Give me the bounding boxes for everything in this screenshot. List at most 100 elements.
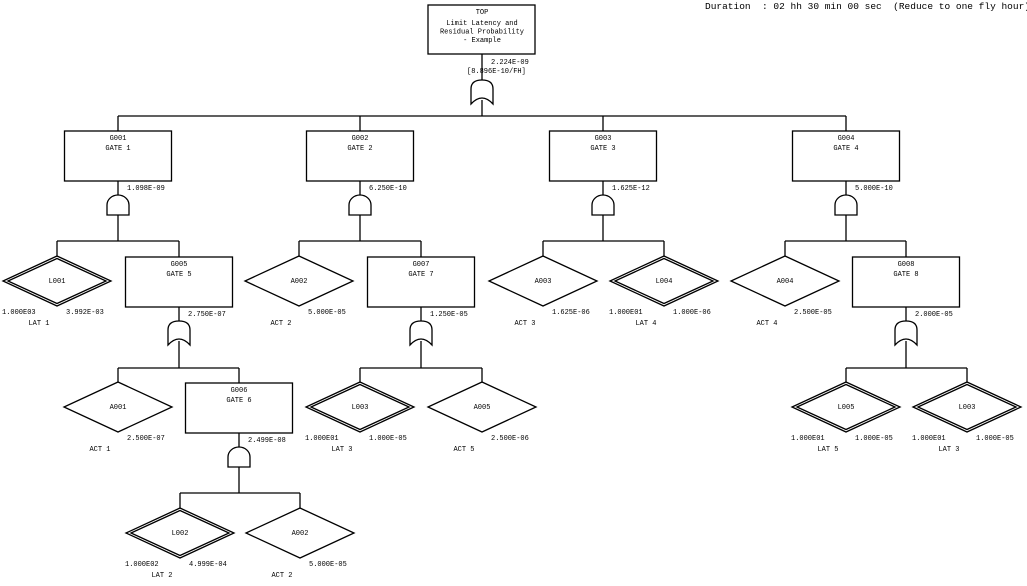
event-label: ACT 2 (271, 572, 292, 580)
latent-diamond-inner (795, 383, 897, 431)
event-probability: 5.000E-05 (308, 309, 346, 317)
event-interval: 1.000E03 (2, 309, 36, 317)
gate-id: G004 (838, 135, 855, 143)
gate-box[interactable] (124, 256, 234, 308)
gate-id: G008 (898, 261, 915, 269)
gate-name: GATE 1 (105, 145, 130, 153)
event-probability: 2.500E-07 (127, 435, 165, 443)
gate-name: GATE 8 (893, 271, 918, 279)
gate-id: G006 (231, 387, 248, 395)
latent-diamond-inner (916, 383, 1018, 431)
top-event-box[interactable] (427, 4, 536, 55)
event-label: LAT 1 (28, 320, 49, 328)
event-interval: 1.000E01 (305, 435, 339, 443)
event-label: LAT 2 (151, 572, 172, 580)
event-probability: 5.000E-05 (309, 561, 347, 569)
active-diamond[interactable] (729, 255, 841, 307)
event-id: L001 (49, 278, 66, 286)
gate-name: GATE 3 (590, 145, 615, 153)
gate-box[interactable] (366, 256, 476, 308)
event-label: ACT 4 (756, 320, 777, 328)
latent-diamond-outer[interactable] (124, 507, 236, 559)
gate-id: G007 (413, 261, 430, 269)
or-gate-icon (894, 320, 918, 347)
gate-name: GATE 6 (226, 397, 251, 405)
gate-box[interactable] (184, 382, 294, 434)
event-id: A002 (292, 530, 309, 538)
event-probability: 4.999E-04 (189, 561, 227, 569)
duration-note: (Reduce to one fly hour) (893, 1, 1027, 12)
gate-box[interactable] (305, 130, 415, 182)
or-gate-icon (409, 320, 433, 347)
or-gate-icon (470, 79, 494, 106)
event-label: ACT 5 (453, 446, 474, 454)
top-event-description: - Example (463, 37, 501, 45)
event-id: A004 (777, 278, 794, 286)
gate-name: GATE 4 (833, 145, 858, 153)
gate-box[interactable] (791, 130, 901, 182)
top-event-description: Limit Latency and (446, 20, 517, 28)
top-event-id: TOP (476, 9, 489, 17)
gate-id: G005 (171, 261, 188, 269)
latent-diamond-outer[interactable] (1, 255, 113, 307)
event-interval: 1.000E02 (125, 561, 159, 569)
event-id: A003 (535, 278, 552, 286)
latent-diamond-inner (613, 257, 715, 305)
event-label: LAT 5 (817, 446, 838, 454)
event-label: LAT 3 (331, 446, 352, 454)
active-diamond[interactable] (243, 255, 355, 307)
and-gate-icon (591, 194, 615, 216)
gate-id: G003 (595, 135, 612, 143)
event-id: L003 (352, 404, 369, 412)
latent-diamond-outer[interactable] (911, 381, 1023, 433)
duration-label: Duration (705, 1, 751, 12)
latent-diamond-outer[interactable] (304, 381, 416, 433)
event-probability: 1.000E-05 (369, 435, 407, 443)
latent-diamond-outer[interactable] (790, 381, 902, 433)
active-diamond[interactable] (62, 381, 174, 433)
latent-diamond-outer[interactable] (608, 255, 720, 307)
gate-box[interactable] (548, 130, 658, 182)
active-diamond[interactable] (487, 255, 599, 307)
gate-box[interactable] (63, 130, 173, 182)
gate-probability: 1.625E-12 (612, 185, 650, 193)
event-interval: 1.000E01 (912, 435, 946, 443)
event-id: A001 (110, 404, 127, 412)
gate-probability: 1.098E-09 (127, 185, 165, 193)
gate-box[interactable] (851, 256, 961, 308)
duration-value: : 02 hh 30 min 00 sec (762, 1, 882, 12)
top-probability: 2.224E-09 (491, 59, 529, 67)
event-probability: 1.625E-06 (552, 309, 590, 317)
event-label: LAT 3 (938, 446, 959, 454)
event-id: A002 (291, 278, 308, 286)
gate-probability: 2.750E-07 (188, 311, 226, 319)
gate-probability: 6.250E-10 (369, 185, 407, 193)
gate-id: G002 (352, 135, 369, 143)
active-diamond[interactable] (426, 381, 538, 433)
latent-diamond-inner (129, 509, 231, 557)
active-diamond[interactable] (244, 507, 356, 559)
event-interval: 1.000E01 (791, 435, 825, 443)
